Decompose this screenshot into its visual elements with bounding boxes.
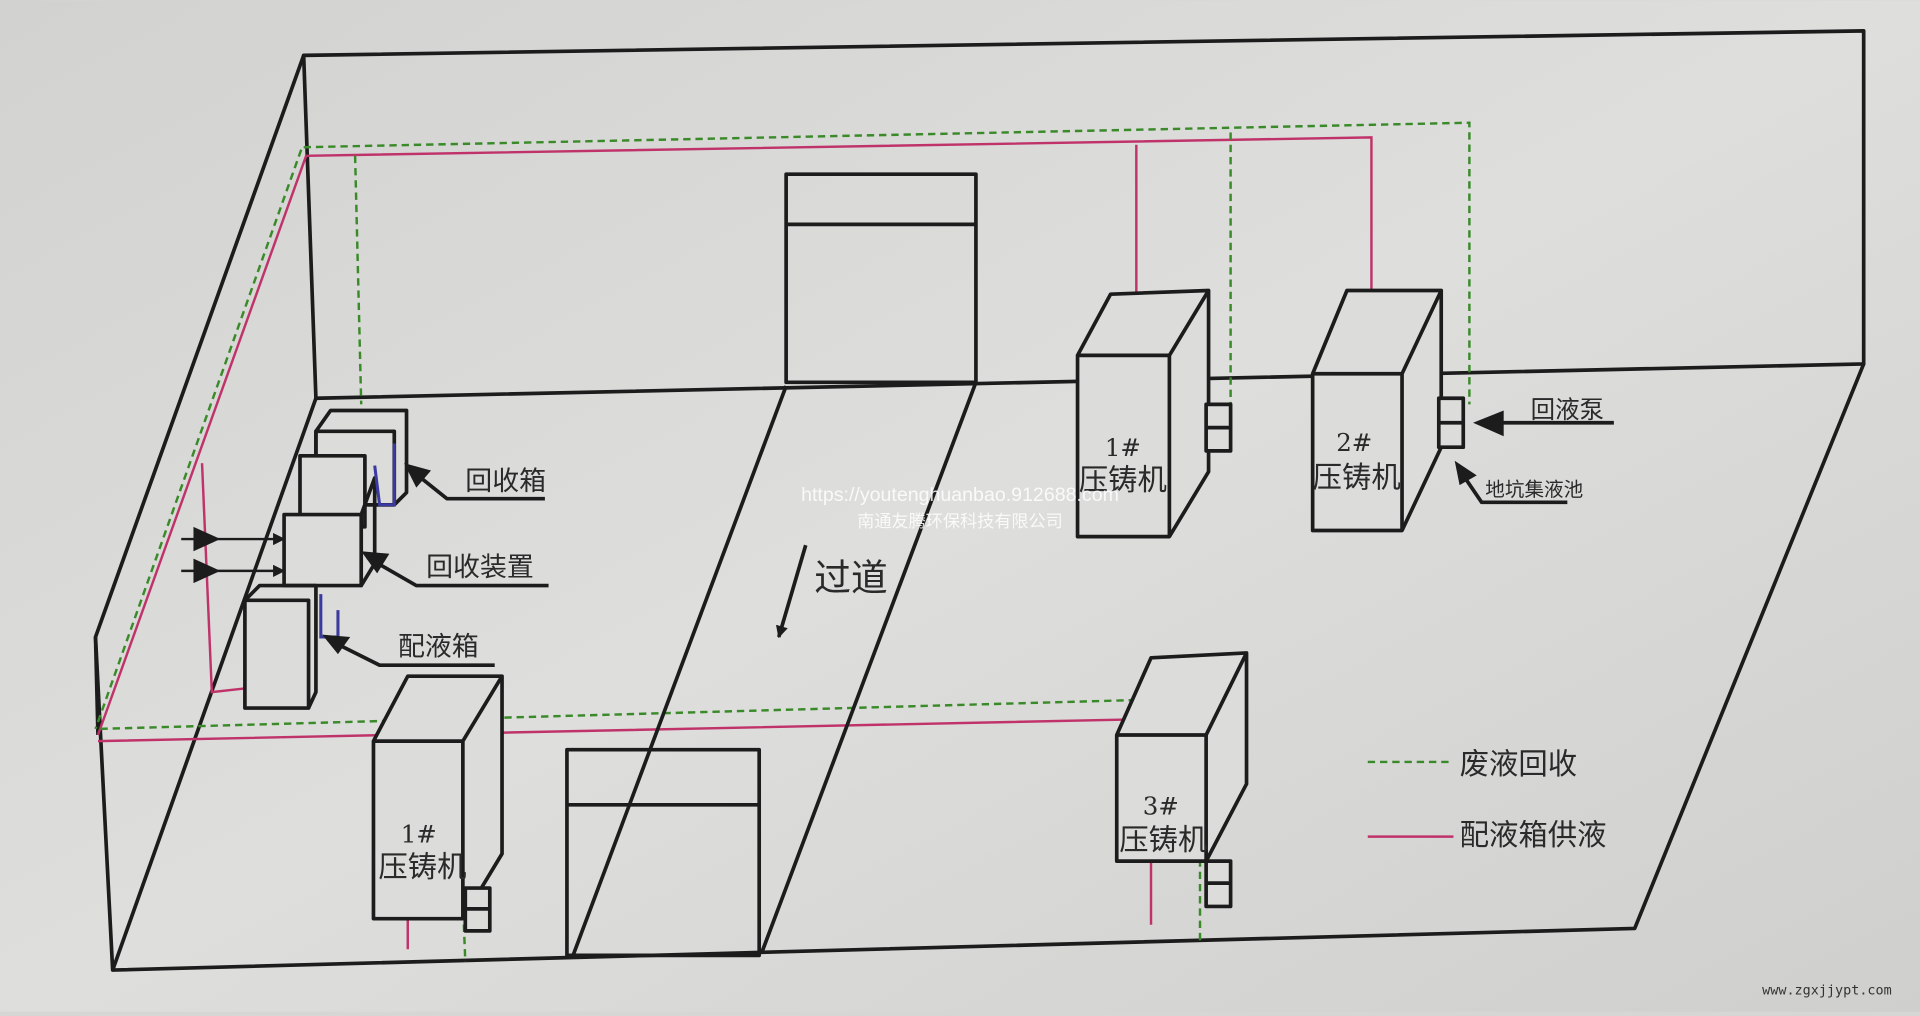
watermark-site: www.zgxjjypt.com [1762,984,1892,999]
watermark-company: 南通友腾环保科技有限公司 [857,511,1063,531]
legend-supply-label: 配液箱供液 [1460,818,1607,852]
die-casting-machine-1-back: 1# 压铸机 [1075,288,1233,539]
mixing-tank-label: 配液箱 [398,631,479,662]
front-door [565,747,762,958]
inlet-arrows [181,526,286,584]
callout-return-pump: 回液泵 [1473,395,1614,437]
back-door [784,172,978,385]
machine-name: 压铸机 [1119,823,1207,857]
aisle-lines [571,381,978,957]
room-walls [93,29,1866,972]
machine-number: 3# [1143,792,1179,821]
machine-name: 压铸机 [1079,463,1167,497]
machine-name: 压铸机 [1313,461,1401,495]
machine-number: 1# [1105,433,1141,462]
callout-mixing-tank: 配液箱 [322,631,495,668]
recovery-device-label: 回收装置 [426,552,534,583]
mixing-tank [243,583,340,710]
die-casting-machine-3: 3# 压铸机 [1114,651,1249,909]
die-casting-machine-2: 2# 压铸机 [1310,288,1466,533]
legend: 废液回收 配液箱供液 [1367,747,1607,852]
watermark-url: https://youtenghuanbao.912688.com [801,484,1119,506]
die-casting-machine-1-front: 1# 压铸机 [371,674,504,933]
machine-name: 压铸机 [378,850,466,884]
legend-return-label: 废液回收 [1460,747,1578,781]
machine-number: 1# [401,820,437,849]
callout-recovery-tank: 回收箱 [404,463,546,501]
callout-sump-pit: 地坑集液池 [1454,460,1583,505]
aisle-arrow-icon [776,544,808,639]
return-pump-label: 回液泵 [1531,395,1604,424]
recovery-tank-label: 回收箱 [465,466,546,497]
recovery-device [282,443,396,588]
machine-number: 2# [1336,428,1372,457]
aisle-label: 过道 [814,556,887,599]
sump-pit-label: 地坑集液池 [1485,478,1583,501]
callout-recovery-device: 回收装置 [361,551,549,588]
